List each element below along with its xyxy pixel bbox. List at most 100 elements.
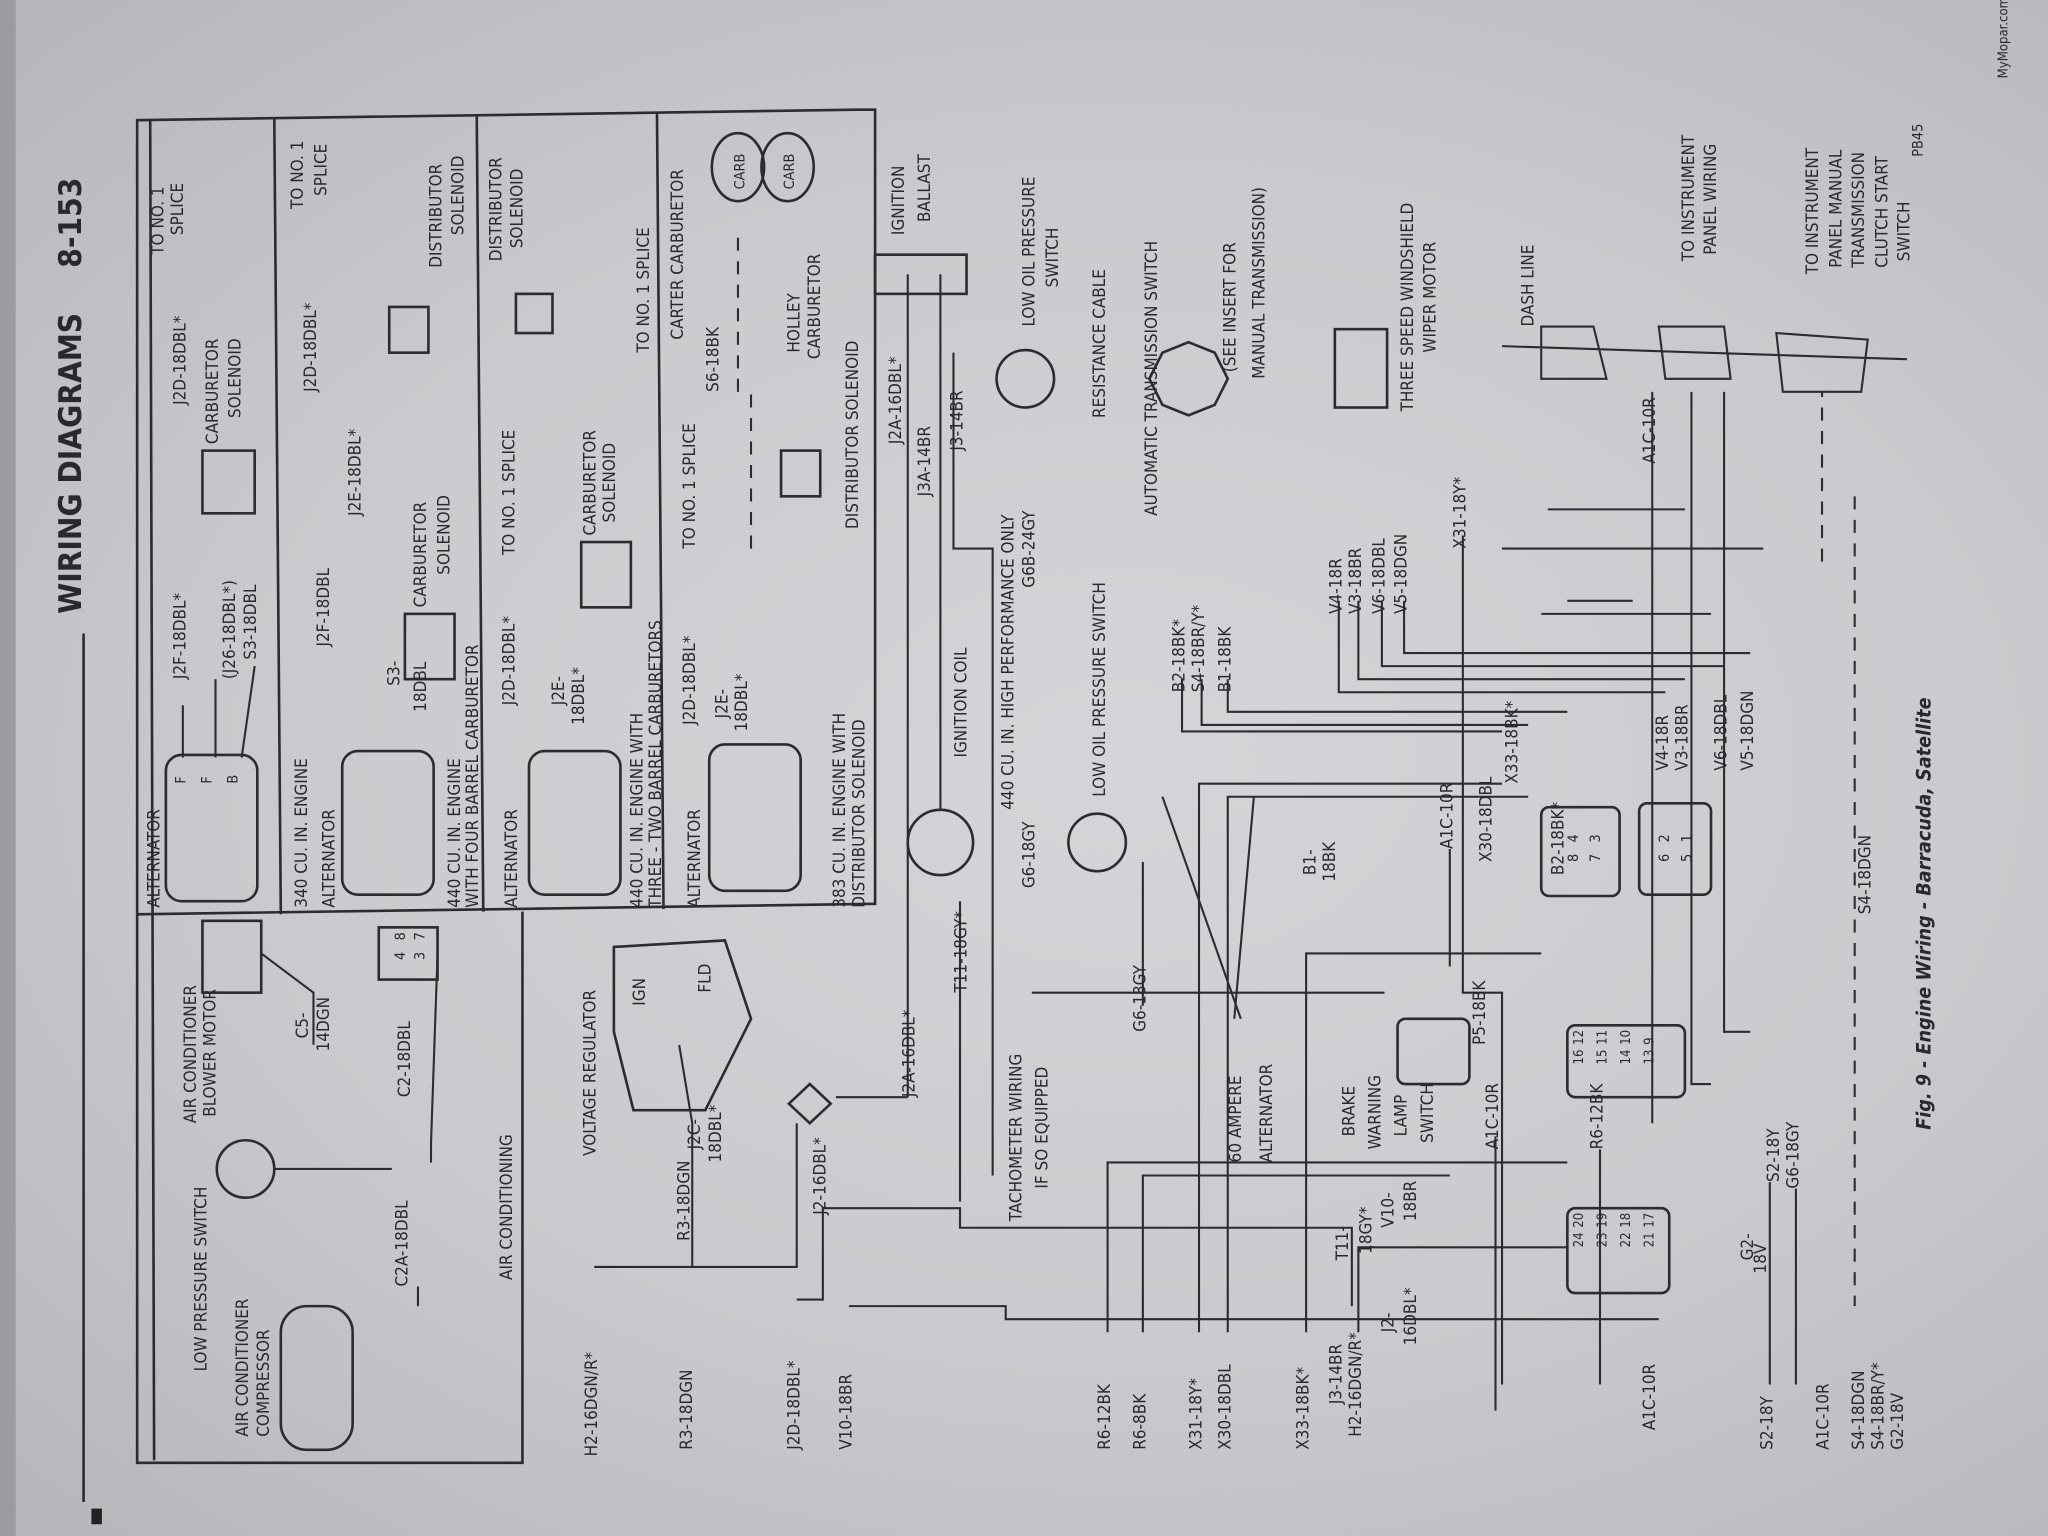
label-engine-brake1: BRAKE <box>1339 1086 1359 1136</box>
label-engine-g6b: G6B-24GY <box>1019 510 1039 588</box>
label-engine-j2a2: J2- <box>1379 1313 1399 1334</box>
label-engine-tach1: TACHOMETER WIRING <box>1006 1054 1026 1223</box>
label-panel-alternator-terms-1: F <box>200 776 216 783</box>
label-panel-alternator-j26: (J26-18DBL*) <box>220 580 240 679</box>
label-panel-383-title1: 383 CU. IN. ENGINE WITH <box>830 713 850 908</box>
label-engine-tach2: IF SO EQUIPPED <box>1033 1067 1053 1189</box>
label-engine-coil: IGNITION COIL <box>952 647 972 758</box>
label-panel-440-three-title1: 440 CU. IN. ENGINE WITH <box>628 713 648 908</box>
label-engine-j3: J3-14BR <box>948 390 968 452</box>
label-caption-code: PB45 <box>1911 124 1927 157</box>
label-engine-j3a: J3A-14BR <box>915 426 935 498</box>
label-air-conditioning-connector-3: 7 <box>412 932 428 940</box>
label-engine-conn-bulk-2: 23 <box>1596 1232 1611 1247</box>
label-air-conditioning-connector-0: 4 <box>393 952 409 960</box>
label-engine-v10a: V10- <box>1379 1192 1399 1227</box>
label-engine-t11b: 18GY* <box>1356 1206 1376 1254</box>
label-engine-b1: B1-18BK <box>1215 626 1235 693</box>
label-engine-clutch2: PANEL MANUAL <box>1827 149 1847 268</box>
label-panel-alternator-s3: S3-18DBL <box>241 584 261 660</box>
label-panel-440-four-j2d: J2D-18DBL* <box>500 616 520 707</box>
label-engine-conn-bulk-5: 18 <box>1619 1213 1634 1228</box>
label-left-edge-r6b: R6-8BK <box>1130 1393 1150 1450</box>
label-panel-alternator-carb2: SOLENOID <box>225 338 245 418</box>
label-panel-340-j2d: J2D-18DBL* <box>301 302 321 393</box>
label-engine-conn-bulk-3: 19 <box>1596 1213 1611 1228</box>
label-engine-g2b: 18V <box>1751 1243 1771 1273</box>
label-engine-ign: IGN <box>630 978 650 1006</box>
label-engine-conn-b-1: 4 <box>1566 834 1582 842</box>
label-engine-wiper1: THREE SPEED WINDSHIELD <box>1398 203 1418 413</box>
panel-boxes <box>135 108 877 1465</box>
label-engine-conn-mid-0: 16 <box>1572 1050 1587 1065</box>
label-panel-340-j2e: J2E-18DBL* <box>345 428 365 517</box>
label-engine-conn-b-2: 7 <box>1588 854 1604 862</box>
label-engine-j3b: J3-14BR <box>1326 1343 1346 1405</box>
label-engine-p5: P5-18BK <box>1470 980 1490 1045</box>
label-engine-auto: AUTOMATIC TRANSMISSION SWITCH <box>1142 241 1162 516</box>
label-engine-conn-v-1: 2 <box>1657 834 1673 842</box>
label-panel-alternator-terms-2: B <box>226 775 242 784</box>
label-engine-conn-mid-4: 14 <box>1619 1050 1634 1065</box>
label-panel-440-four-carb2: SOLENOID <box>600 443 620 523</box>
label-panel-440-three-alternator: ALTERNATOR <box>685 809 705 908</box>
label-panel-340-s3b: 18DBL <box>411 661 431 712</box>
label-panel-alternator-carb1: CARBURETOR <box>203 338 223 444</box>
label-engine-resist: RESISTANCE CABLE <box>1090 269 1110 418</box>
label-engine-wiper2: WIPER MOTOR <box>1420 241 1440 352</box>
label-header-page-number: 8-153 <box>53 178 89 268</box>
label-engine-lop2: SWITCH <box>1043 228 1063 288</box>
label-panel-alternator-terms-0: F <box>173 776 189 783</box>
label-engine-insert1: (SEE INSERT FOR <box>1221 242 1241 372</box>
label-left-edge-v10: V10-18BR <box>837 1374 857 1450</box>
label-engine-r6: R6-12BK <box>1588 1083 1608 1150</box>
label-engine-a1c1: A1C-10R <box>1483 1083 1503 1150</box>
label-engine-x33: X33-18BK* <box>1503 700 1523 783</box>
label-panel-alternator-splice2: SPLICE <box>168 183 188 235</box>
label-engine-v10b: 18BR <box>1401 1180 1421 1221</box>
label-engine-insert2: MANUAL TRANSMISSION) <box>1249 187 1269 379</box>
label-air-conditioning-c2a: C2A-18DBL <box>393 1200 413 1287</box>
label-air-conditioning-c5b: 14DGN <box>314 997 334 1051</box>
label-panel-440-three-title2: THREE - TWO BARREL CARBURETORS <box>646 620 666 909</box>
label-engine-conn-mid-5: 10 <box>1619 1030 1634 1045</box>
label-engine-b1a: B1- <box>1300 849 1320 875</box>
label-air-conditioning-title: AIR CONDITIONING <box>497 1134 517 1280</box>
label-engine-conn-mid-6: 13 <box>1643 1050 1658 1065</box>
label-engine-b2b: B2-18BK* <box>1548 802 1568 876</box>
label-air-conditioning-connector-1: 8 <box>393 932 409 940</box>
label-left-edge-a1c: A1C-10R <box>1814 1383 1834 1450</box>
label-engine-conn-b-3: 3 <box>1588 834 1604 842</box>
label-engine-amp2: ALTERNATOR <box>1257 1063 1277 1162</box>
label-engine-v3: V3-18BR <box>1673 704 1693 771</box>
label-left-edge-r3: R3-18DGN <box>677 1370 697 1450</box>
label-engine-j2a: J2A-16DBL* <box>899 1009 919 1098</box>
label-engine-b2: B2-18BK* <box>1170 619 1190 693</box>
page-frame <box>0 0 102 1536</box>
label-panel-340-s3a: S3- <box>385 661 405 686</box>
label-engine-clutch4: CLUTCH START <box>1872 155 1892 267</box>
label-engine-inst2: PANEL WIRING <box>1701 144 1721 255</box>
label-engine-conn-mid-1: 12 <box>1572 1030 1587 1045</box>
label-left-edge-r6: R6-12BK <box>1095 1383 1115 1450</box>
label-left-edge-j2d: J2D-18DBL* <box>784 1360 804 1451</box>
label-panel-440-three-splice: TO NO. 1 SPLICE <box>680 423 700 549</box>
carb-symbols <box>710 131 816 549</box>
label-air-conditioning-connector-2: 3 <box>412 952 428 960</box>
label-engine-a1c2: A1C-10R <box>1437 782 1457 849</box>
label-engine-conn-mid-2: 15 <box>1596 1050 1611 1065</box>
label-air-conditioning-lowpress: LOW PRESSURE SWITCH <box>191 1187 211 1372</box>
label-engine-ballast1: IGNITION <box>889 166 909 236</box>
label-engine-clutch3: TRANSMISSION <box>1849 152 1869 269</box>
label-panel-383-title2: DISTRIBUTOR SOLENOID <box>850 719 870 907</box>
label-panel-440-four-dist1: DISTRIBUTOR <box>487 157 507 261</box>
label-panel-340-title: 340 CU. IN. ENGINE <box>292 758 312 908</box>
label-engine-v4: V4-18R <box>1653 715 1673 771</box>
label-engine-j2b2: 16DBL* <box>1401 1287 1421 1345</box>
label-panel-alternator-j2d: J2D-18DBL* <box>170 315 190 406</box>
label-air-conditioning-comp1: AIR CONDITIONER <box>233 1298 253 1437</box>
label-panel-440-three-j2e2: 18DBL* <box>732 673 752 731</box>
label-engine-j2: J2-16DBL* <box>810 1137 830 1216</box>
label-panel-440-three-carb: CARB <box>732 154 748 190</box>
